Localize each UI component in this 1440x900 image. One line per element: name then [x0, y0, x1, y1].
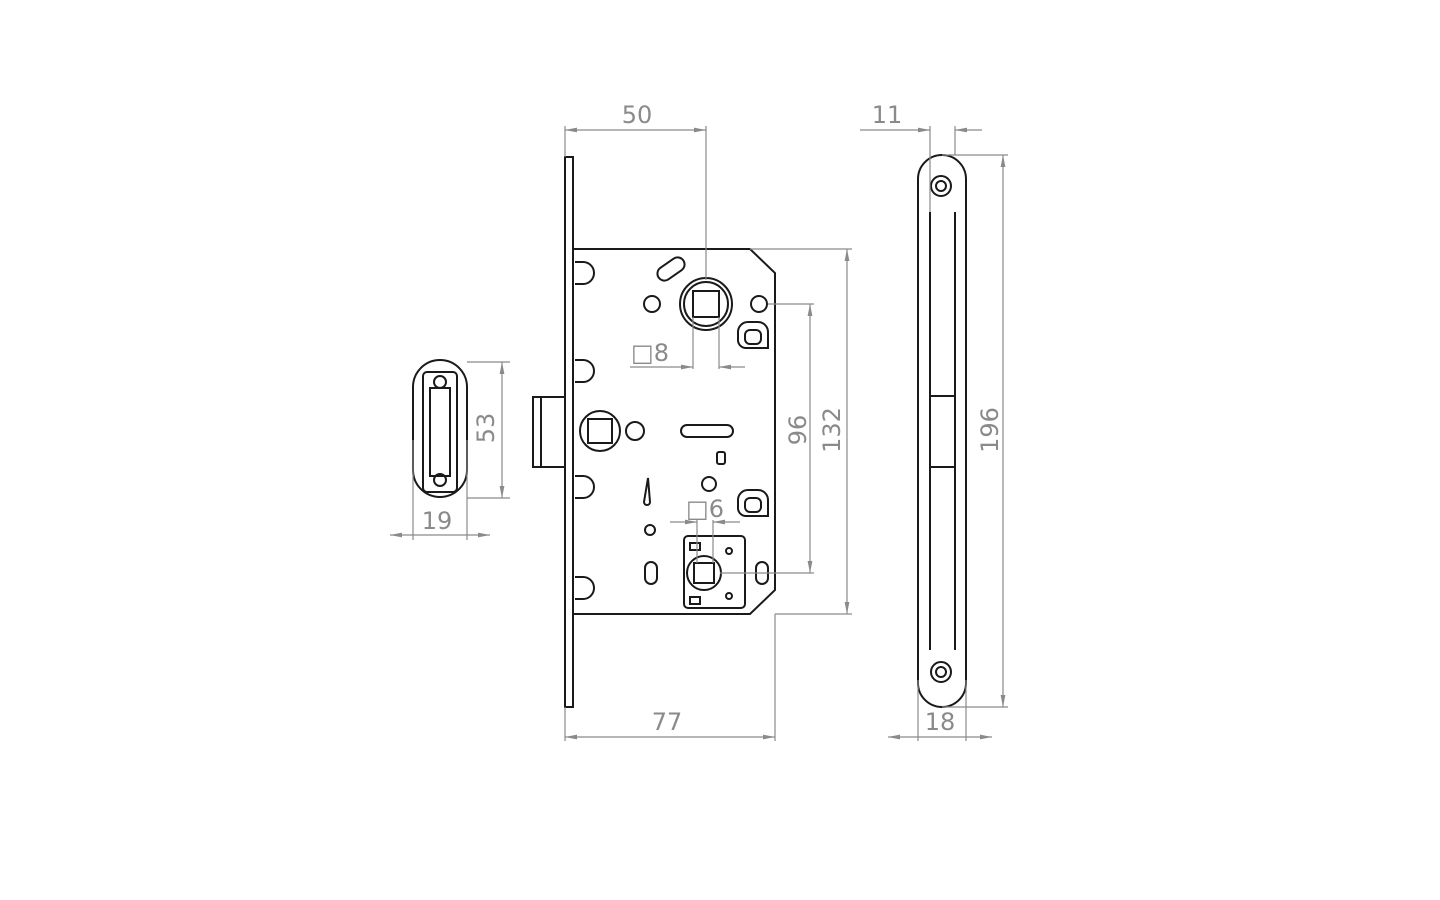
- faceplate-width-dimension: 18: [888, 680, 992, 741]
- faceplate-front: [917, 154, 967, 708]
- dim-132: 132: [818, 407, 846, 453]
- dim-19: 19: [422, 507, 453, 535]
- strike-plate: [412, 359, 468, 498]
- dim-square-8: □8: [631, 339, 669, 367]
- dim-50: 50: [622, 101, 653, 129]
- dim-53: 53: [472, 413, 500, 444]
- center-distance-dimension: 96: [720, 303, 814, 574]
- dim-96: 96: [784, 415, 812, 446]
- backset-dimension: 50: [564, 101, 707, 280]
- body-width-dimension: 77: [564, 614, 776, 741]
- strike-height-dimension: 53: [467, 361, 510, 499]
- body-height-dimension: 132: [750, 248, 852, 615]
- dim-square-6: □6: [686, 495, 724, 523]
- dim-11: 11: [872, 101, 903, 129]
- strike-width-dimension: 19: [390, 440, 490, 540]
- dim-77: 77: [652, 708, 683, 736]
- thumbturn-square-dimension: □6: [670, 495, 740, 563]
- spindle-square-dimension: □8: [630, 317, 745, 370]
- lock-body: [532, 156, 776, 708]
- faceplate-offset-dimension: 11: [860, 101, 982, 212]
- dim-18: 18: [925, 708, 956, 736]
- faceplate-height-dimension: 196: [942, 154, 1008, 708]
- dim-196: 196: [976, 407, 1004, 453]
